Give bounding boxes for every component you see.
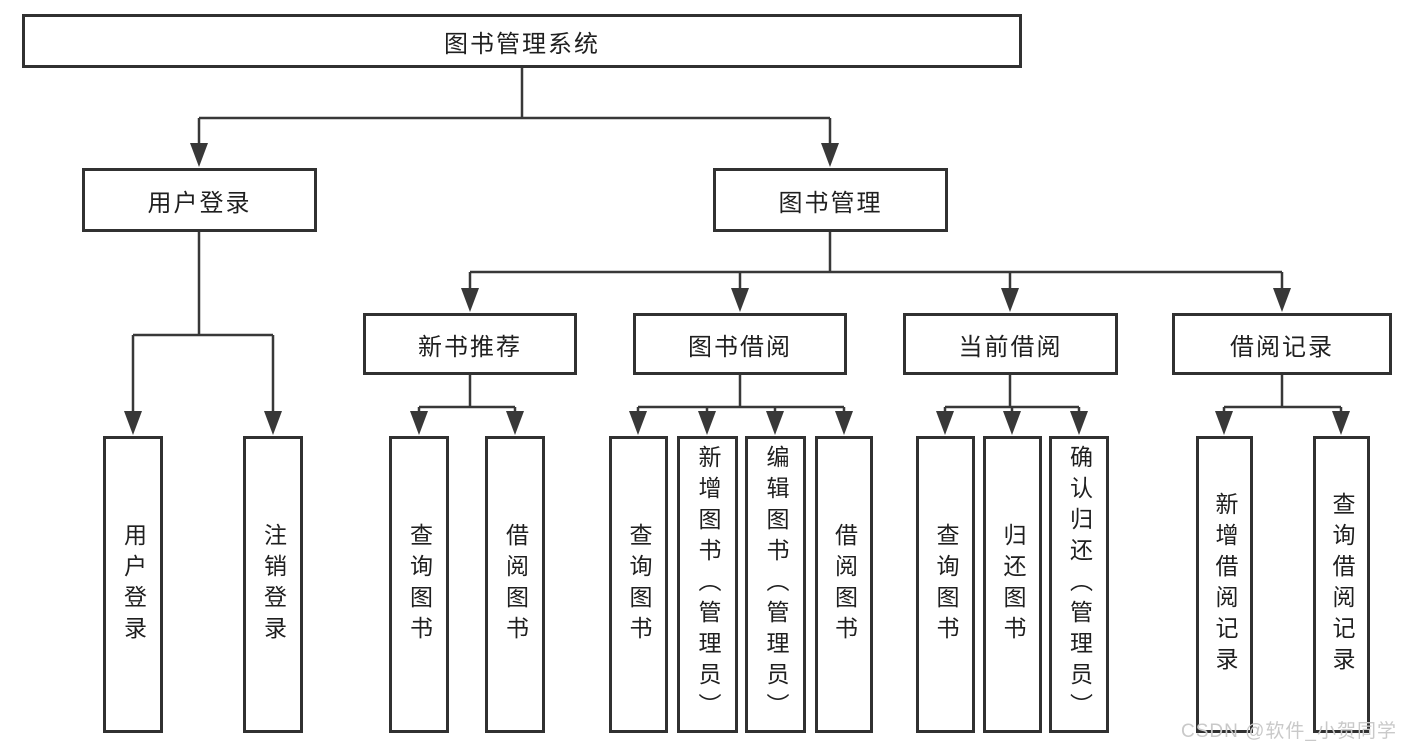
leaf-borrow-borrow: 借阅图书 (815, 436, 873, 733)
node-user-login: 用户登录 (82, 168, 317, 232)
node-root-label: 图书管理系统 (444, 30, 600, 58)
leaf-records-add-label: 新增借阅记录 (1212, 491, 1238, 678)
leaf-newbooks-borrow: 借阅图书 (485, 436, 545, 733)
leaf-current-confirm-label: 确认归还（管理员） (1066, 445, 1093, 724)
node-borrow-records: 借阅记录 (1172, 313, 1392, 375)
leaf-borrow-borrow-label: 借阅图书 (831, 522, 858, 647)
leaf-user-login-label: 用户登录 (120, 522, 147, 647)
node-book-mgmt-label: 图书管理 (778, 189, 883, 217)
node-book-borrow-label: 图书借阅 (688, 333, 792, 361)
leaf-newbooks-query-label: 查询图书 (406, 522, 433, 647)
node-user-login-label: 用户登录 (147, 189, 252, 217)
leaf-logout-label: 注销登录 (260, 522, 287, 647)
node-book-borrow: 图书借阅 (633, 313, 847, 375)
node-new-books: 新书推荐 (363, 313, 577, 375)
leaf-records-add: 新增借阅记录 (1196, 436, 1253, 733)
leaf-newbooks-borrow-label: 借阅图书 (502, 522, 529, 647)
leaf-current-return-label: 归还图书 (1000, 522, 1026, 647)
leaf-current-query: 查询图书 (916, 436, 975, 733)
leaf-borrow-edit-label: 编辑图书（管理员） (763, 445, 789, 724)
leaf-borrow-add-label: 新增图书（管理员） (695, 445, 721, 724)
node-current-borrow: 当前借阅 (903, 313, 1118, 375)
node-borrow-records-label: 借阅记录 (1230, 333, 1334, 361)
leaf-user-login: 用户登录 (103, 436, 163, 733)
leaf-records-query: 查询借阅记录 (1313, 436, 1370, 733)
node-book-mgmt: 图书管理 (713, 168, 948, 232)
node-current-borrow-label: 当前借阅 (958, 333, 1063, 361)
leaf-newbooks-query: 查询图书 (389, 436, 449, 733)
leaf-borrow-edit: 编辑图书（管理员） (745, 436, 806, 733)
leaf-current-query-label: 查询图书 (933, 522, 959, 647)
leaf-borrow-add: 新增图书（管理员） (677, 436, 738, 733)
watermark: CSDN @软件_小贺同学 (1181, 721, 1397, 742)
leaf-borrow-query: 查询图书 (609, 436, 668, 733)
leaf-current-confirm: 确认归还（管理员） (1049, 436, 1109, 733)
node-new-books-label: 新书推荐 (418, 333, 522, 361)
leaf-current-return: 归还图书 (983, 436, 1042, 733)
leaf-records-query-label: 查询借阅记录 (1329, 491, 1355, 678)
leaf-borrow-query-label: 查询图书 (626, 522, 652, 647)
leaf-logout: 注销登录 (243, 436, 303, 733)
node-root: 图书管理系统 (22, 14, 1022, 68)
